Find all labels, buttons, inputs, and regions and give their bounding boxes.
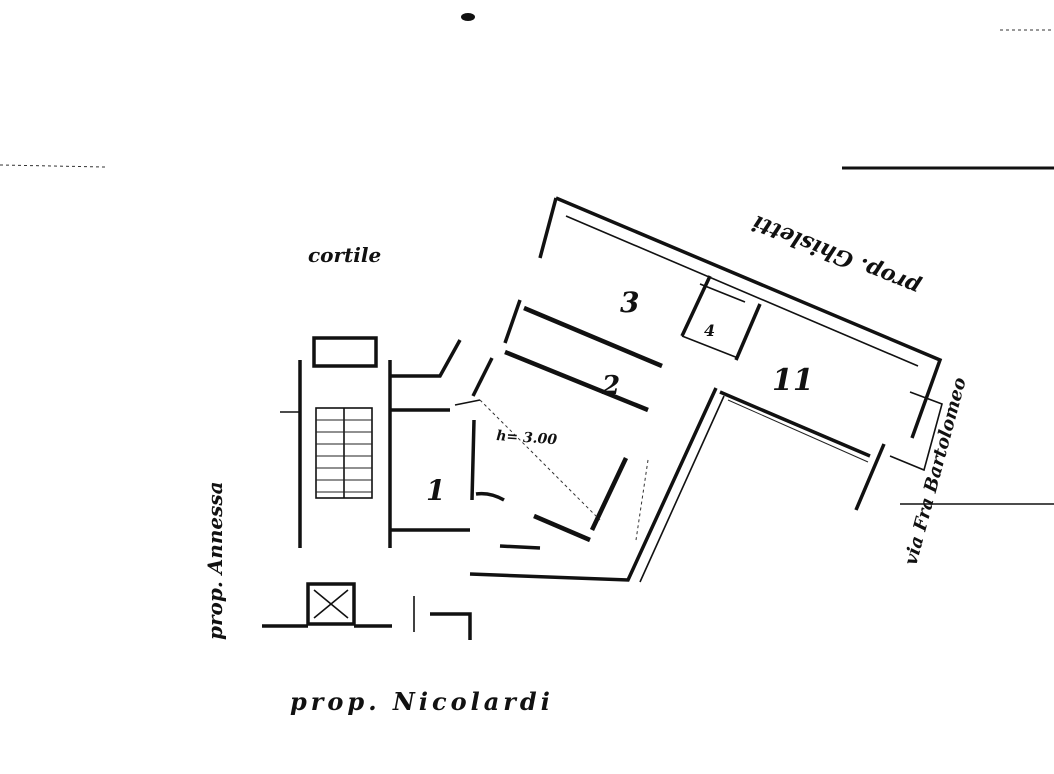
label-room-1: 1 [426,474,445,507]
label-prop-annessa: prop. Annessa [203,481,227,640]
label-room-11: 11 [772,363,814,398]
label-cortile: cortile [308,243,381,267]
scan-marks [0,13,1054,505]
staircase-block [280,336,470,548]
interior-walls [470,275,762,550]
label-room-4: 4 [704,321,715,340]
label-via-fra-bartolomeo: via Fra Bartolomeo [901,375,971,567]
label-prop-ghisletti: prop. Ghisletti [749,209,925,300]
label-room-3: 3 [620,286,639,319]
label-room-height: h= 3.00 [496,428,558,448]
lift-shaft [262,582,472,640]
label-room-2: 2 [601,371,620,401]
stair-treads [316,419,372,493]
apartment-outline [454,196,943,583]
label-prop-nicolardi: prop. Nicolardi [290,687,554,716]
